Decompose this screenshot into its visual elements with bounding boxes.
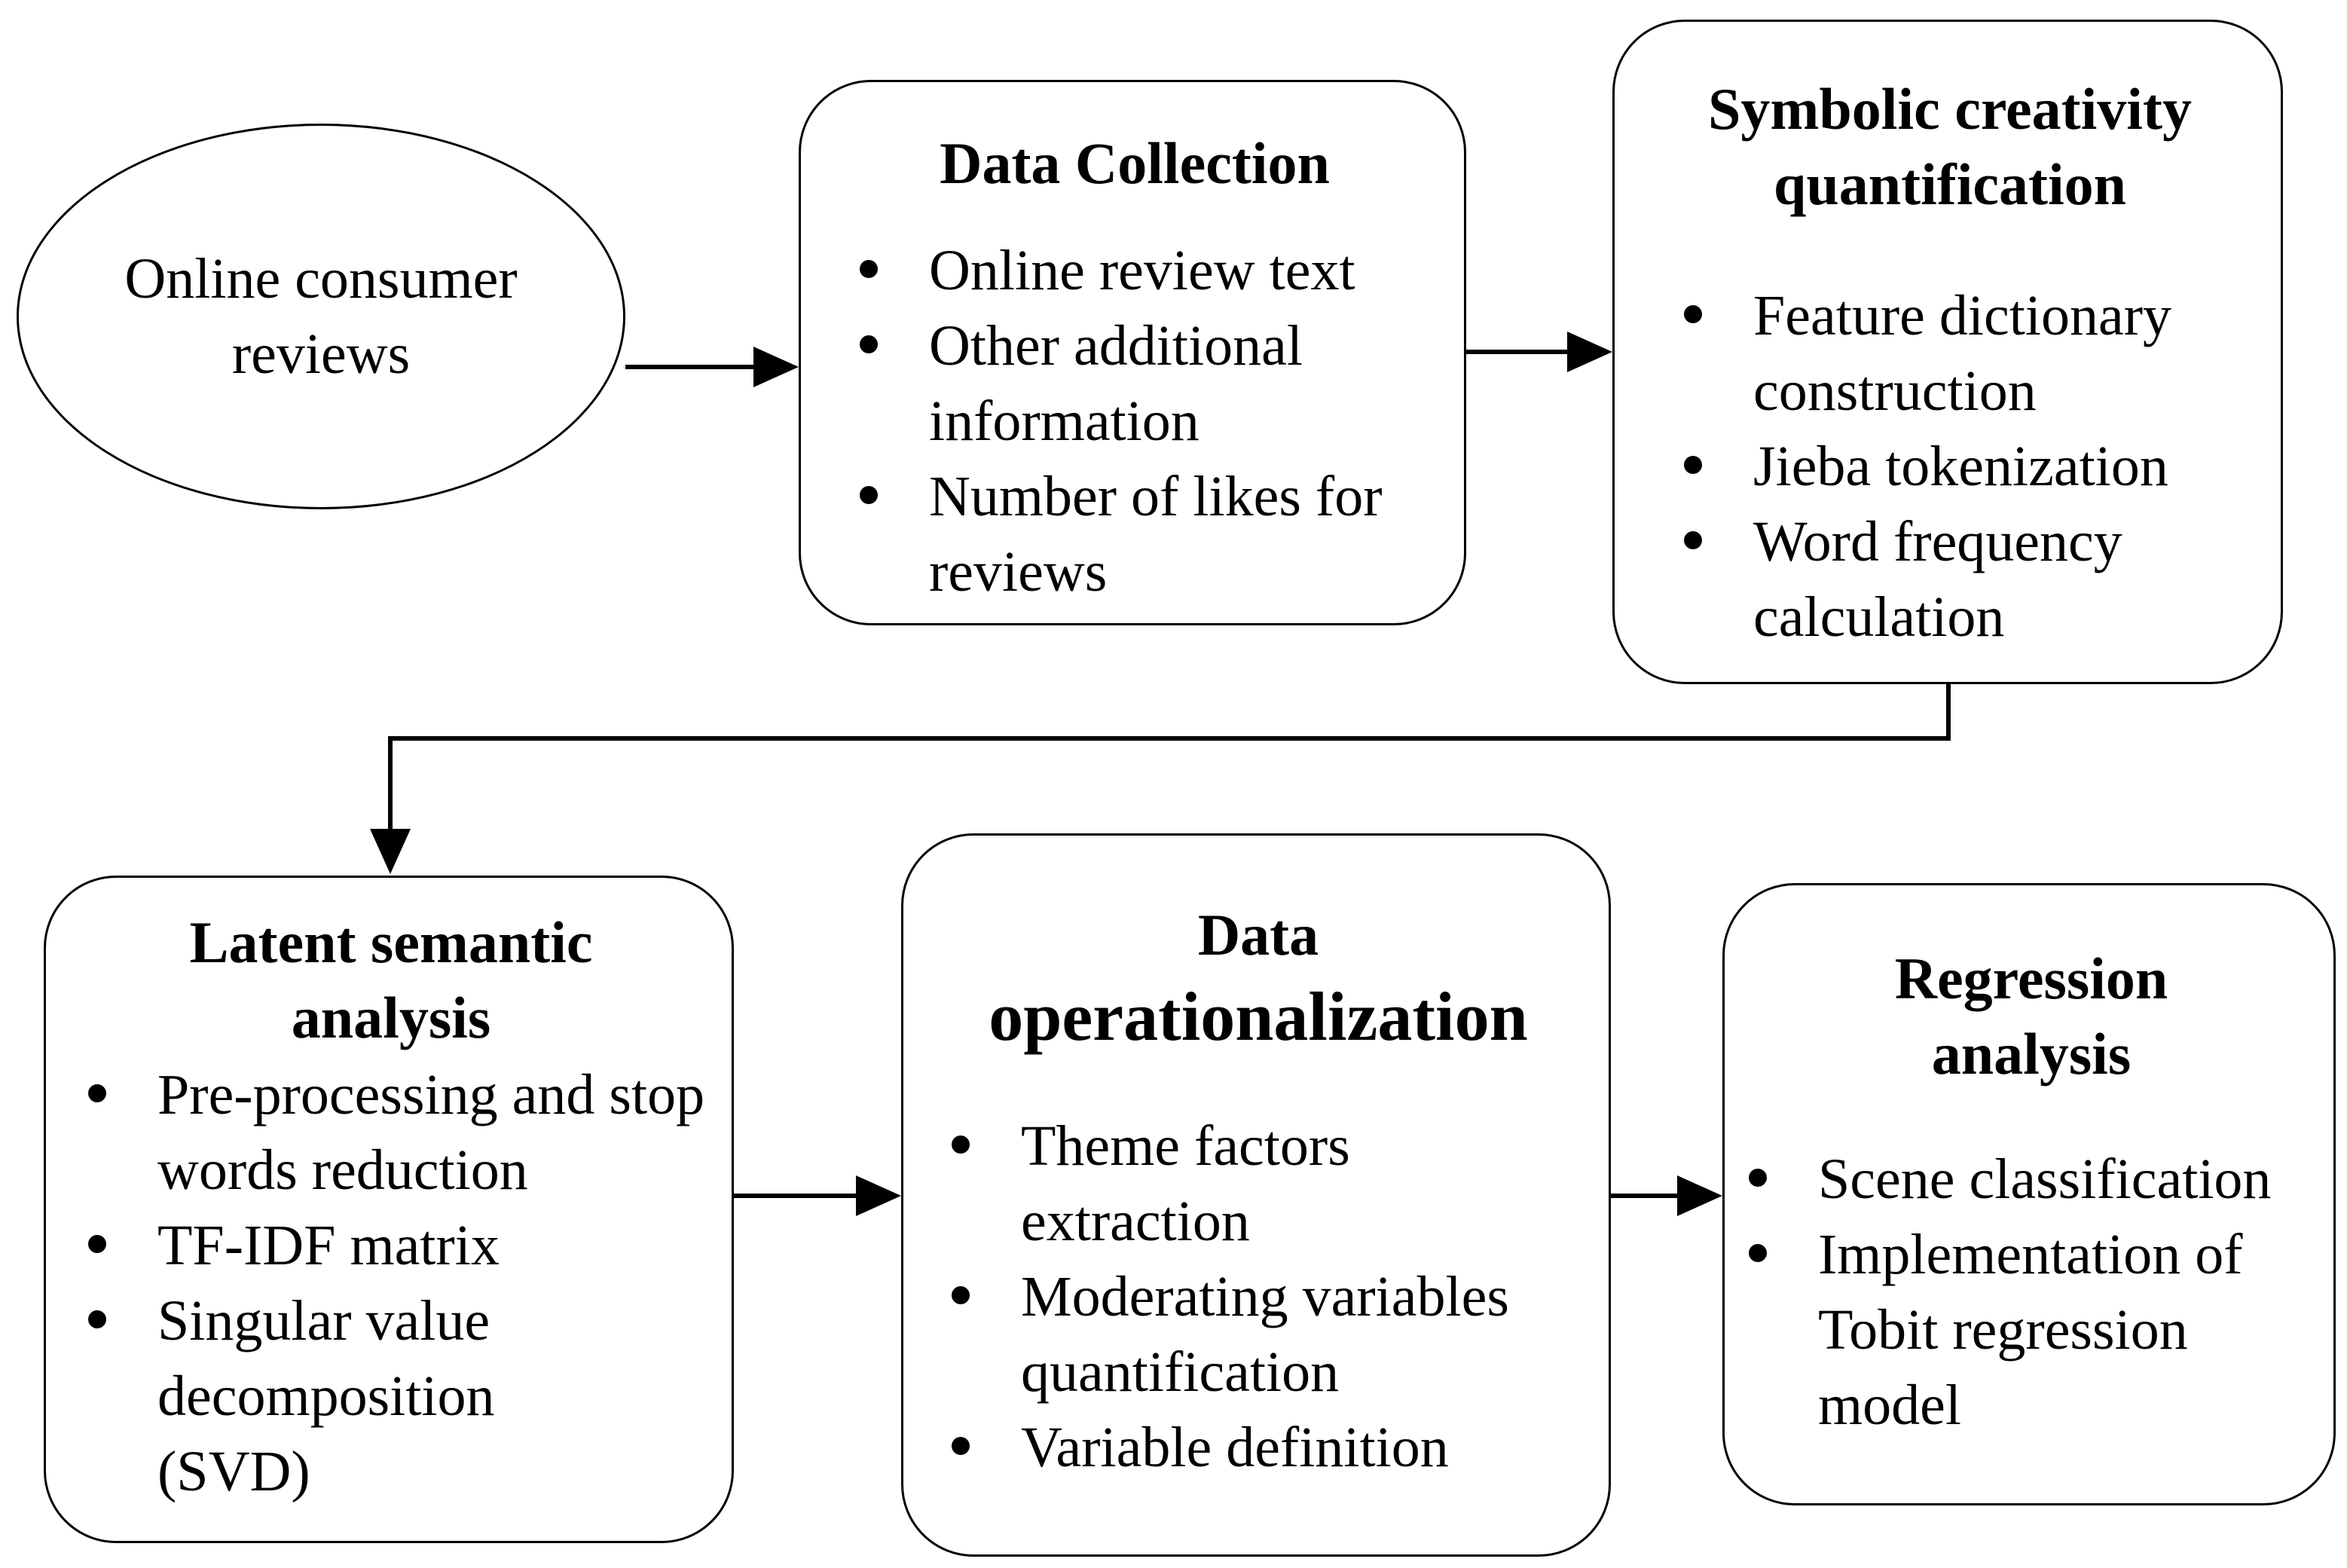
bullet-icon [1749, 1244, 1767, 1262]
data-collection-list: Online review text Other additional info… [860, 233, 1449, 610]
regression-analysis-title-line1: Regression [1894, 946, 2168, 1011]
arrow-latent-to-operationalization [734, 1175, 901, 1216]
list-item: Jieba tokenization [1684, 429, 2235, 504]
bullet-icon [952, 1437, 970, 1455]
start-node-label-line1: Online consumer [124, 247, 518, 310]
latent-semantic-title-line1: Latent semantic [189, 909, 593, 975]
list-item: Theme factors extraction [952, 1108, 1383, 1259]
list-item: Scene classification [1749, 1142, 2323, 1217]
symbolic-creativity-title-line2: quantification [1773, 151, 2127, 217]
symbolic-creativity-box: Symbolic creativity quantification Featu… [1612, 20, 2283, 684]
item-text: Jieba tokenization [1753, 435, 2168, 498]
data-operationalization-title-line2: operationalization [989, 978, 1528, 1055]
online-consumer-reviews-node: Online consumer reviews [17, 124, 625, 509]
bullet-icon [1684, 531, 1702, 549]
latent-semantic-list: Pre-processing and stop words reduction … [88, 1057, 715, 1509]
arrow-quantification-to-latent-semantic [370, 684, 1951, 874]
start-node-label-line2: reviews [231, 322, 411, 386]
item-text: Number of likes for reviews [929, 465, 1383, 604]
list-item: Variable definition [952, 1410, 1578, 1485]
latent-semantic-box: Latent semantic analysis Pre-processing … [44, 876, 734, 1543]
item-text: Theme factors extraction [1021, 1114, 1350, 1253]
bullet-icon [88, 1084, 106, 1102]
item-text: Singular value decomposition (SVD) [157, 1289, 495, 1503]
data-collection-box: Data Collection Online review text Other… [799, 80, 1466, 625]
arrow-operationalization-to-regression [1611, 1175, 1722, 1216]
bullet-icon [1684, 305, 1702, 323]
data-operationalization-list: Theme factors extraction Moderating vari… [952, 1108, 1578, 1485]
item-text: Moderating variables quantification [1021, 1265, 1509, 1404]
bullet-icon [952, 1286, 970, 1304]
bullet-icon [860, 260, 878, 278]
item-text: Variable definition [1021, 1416, 1449, 1479]
list-item: Singular value decomposition (SVD) [88, 1283, 557, 1509]
bullet-icon [88, 1310, 106, 1328]
symbolic-creativity-title-line1: Symbolic creativity [1708, 76, 2192, 142]
data-operationalization-title: Data operationalization [903, 897, 1613, 1060]
item-text: Word frequency calculation [1753, 510, 2122, 649]
data-operationalization-box: Data operationalization Theme factors ex… [901, 833, 1611, 1557]
list-item: Number of likes for reviews [860, 459, 1449, 610]
item-text: Online review text [929, 239, 1355, 302]
bullet-icon [952, 1136, 970, 1154]
list-item: Moderating variables quantification [952, 1259, 1578, 1410]
list-item: Implementation of Tobit regression model [1749, 1217, 2300, 1443]
bullet-icon [860, 486, 878, 504]
list-item: Feature dictionary construction [1684, 278, 2235, 429]
item-text: Feature dictionary construction [1753, 284, 2172, 423]
list-item: Word frequency calculation [1684, 504, 2175, 655]
arrow-collection-to-quantification [1466, 332, 1612, 372]
bullet-icon [1749, 1169, 1767, 1187]
latent-semantic-title: Latent semantic analysis [46, 905, 736, 1056]
list-item: Online review text [860, 233, 1449, 308]
regression-analysis-box: Regression analysis Scene classification… [1722, 883, 2336, 1505]
item-text: Pre-processing and stop words reduction [157, 1063, 705, 1202]
item-text: TF-IDF matrix [157, 1214, 500, 1277]
list-item: Other additional information [860, 308, 1351, 459]
regression-analysis-title-line2: analysis [1931, 1021, 2132, 1087]
arrow-reviews-to-collection [625, 347, 799, 387]
symbolic-creativity-list: Feature dictionary construction Jieba to… [1684, 278, 2235, 655]
bullet-icon [88, 1235, 106, 1253]
data-operationalization-title-line1: Data [1197, 902, 1319, 967]
item-text: Implementation of Tobit regression model [1818, 1223, 2243, 1437]
bullet-icon [860, 335, 878, 353]
item-text: Other additional information [929, 314, 1303, 453]
list-item: Pre-processing and stop words reduction [88, 1057, 715, 1208]
item-text: Scene classification [1818, 1148, 2272, 1211]
regression-analysis-title: Regression analysis [1725, 941, 2338, 1092]
latent-semantic-title-line2: analysis [291, 985, 491, 1050]
bullet-icon [1684, 456, 1702, 474]
list-item: TF-IDF matrix [88, 1208, 715, 1283]
data-collection-title: Data Collection [940, 130, 1330, 196]
symbolic-creativity-title: Symbolic creativity quantification [1615, 72, 2285, 222]
regression-analysis-list: Scene classification Implementation of T… [1749, 1142, 2323, 1443]
